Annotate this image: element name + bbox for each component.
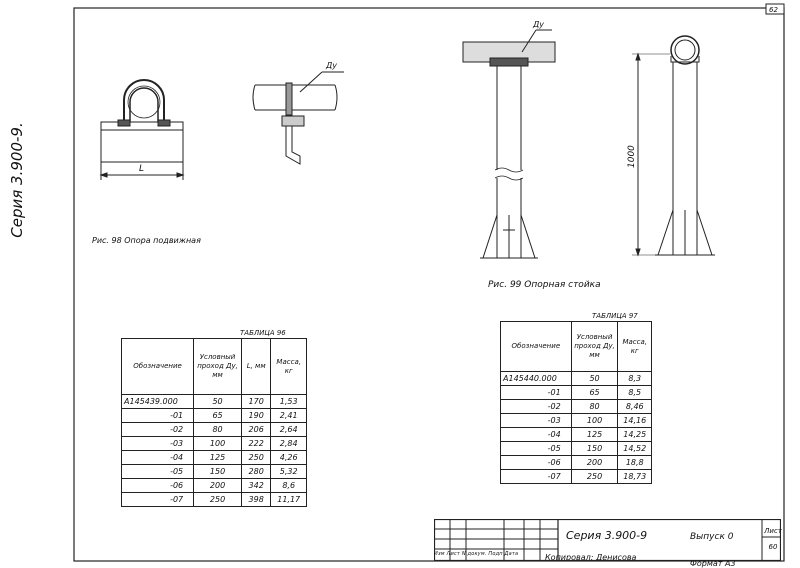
table97: Обозначение Условный проход Ду, мм Масса… xyxy=(500,321,652,484)
copied-by: Копировал: Денисова xyxy=(545,553,637,562)
fig99-side-view xyxy=(632,35,715,257)
table96-title: ТАБЛИЦА 96 xyxy=(240,329,286,337)
format-label: Формат А3 xyxy=(690,559,736,568)
table97-title: ТАБЛИЦА 97 xyxy=(592,312,638,320)
title-block-issue: Выпуск 0 xyxy=(690,532,734,542)
dimension-L-label: L xyxy=(139,164,144,174)
table96-header: Условный проход Ду, мм xyxy=(193,338,242,395)
table97-header: Масса, кг xyxy=(617,321,652,372)
table97-header: Условный проход Ду, мм xyxy=(570,321,619,372)
fig98-side-view xyxy=(252,71,344,165)
du-top-label: Ду xyxy=(532,20,544,29)
fig99-front-view xyxy=(462,29,556,259)
sheet-frame xyxy=(73,7,785,562)
fig98-caption: Рис. 98 Опора подвижная xyxy=(92,236,201,245)
height-1000-label: 1000 xyxy=(627,145,637,168)
du-side-label: Ду xyxy=(325,61,337,70)
table97-header: Обозначение xyxy=(500,321,572,372)
title-block-header-row: Изм Лист N докум. Подп Дата xyxy=(434,551,519,557)
series-vertical-label: Серия 3.900-9. xyxy=(8,122,26,238)
table96: Обозначение Условный проход Ду, мм L, мм… xyxy=(120,338,307,507)
title-block-sheet-label: Лист xyxy=(764,527,782,535)
table96-header: Масса, кг xyxy=(270,338,307,395)
page-number-box xyxy=(765,3,785,15)
title-block: Изм Лист N докум. Подп Дата Серия 3.900-… xyxy=(434,519,782,561)
title-block-series: Серия 3.900-9 xyxy=(566,529,648,542)
table96-header: Обозначение xyxy=(120,338,195,395)
title-block-frame xyxy=(434,519,781,561)
fig98-front-view xyxy=(99,79,185,180)
fig99-caption: Рис. 99 Опорная стойка xyxy=(488,280,601,290)
table96-header: L, мм xyxy=(240,338,272,395)
title-block-sheet-number: 60 xyxy=(768,543,778,551)
page-number: 62 xyxy=(769,6,778,14)
